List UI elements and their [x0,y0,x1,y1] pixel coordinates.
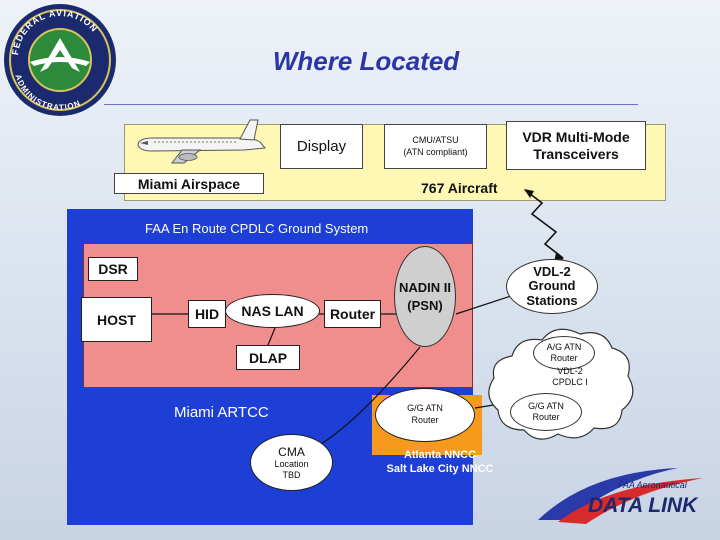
cmu-label: CMU/ATSU [412,135,459,146]
page-title: Where Located [272,46,460,76]
ground-label: Ground [528,278,576,294]
ag-atn-router-node: A/G ATN Router [533,336,595,370]
data-link-text: DATA LINK [588,494,699,517]
nadin-vdl-line [455,295,512,315]
cloud-gg-label-1: G/G ATN [528,400,564,411]
stations-label: Stations [526,292,578,308]
nncc-label: Atlanta NNCC Salt Lake City NNCC [370,448,510,477]
vdr-transceivers-box: VDR Multi-Mode Transceivers [506,121,646,170]
aircraft-label: 767 Aircraft [421,180,498,196]
dsr-box: DSR [88,257,138,281]
nas-lan-node: NAS LAN [225,294,320,328]
nadin-label: NADIN II [399,279,451,295]
gg-atn-router-node: G/G ATN Router [375,388,475,442]
airplane-icon [137,119,266,164]
lan-dlap-link [267,327,276,346]
gg-router-label-1: G/G ATN [407,403,443,414]
vdl2-label: VDL-2 [533,263,571,279]
radio-link-icon [524,189,564,259]
vdl2-cpdlc-label: VDL-2 CPDLC I [530,366,610,389]
atlanta-nncc: Atlanta NNCC [403,449,477,461]
faa-aeronautical-text: FAA Aeronautical [618,480,688,490]
data-link-logo: FAA Aeronautical DATA LINK [538,468,703,524]
cma-tbd: TBD [282,469,301,480]
slc-nncc: Salt Lake City NNCC [386,463,494,476]
miami-airspace-label: Miami Airspace [114,173,264,194]
vdl2-cpdlc-line-2: CPDLC I [552,377,588,388]
cloud-gg-atn-router-node: G/G ATN Router [510,393,582,431]
cma-label: CMA [278,444,305,459]
ground-system-label: FAA En Route CPDLC Ground System [145,221,369,236]
nadin-cma-link [317,346,421,447]
vdl2-ground-stations-node: VDL-2 Ground Stations [506,259,598,314]
title-divider [104,104,638,105]
dlap-box: DLAP [236,345,300,370]
router-box: Router [324,300,381,328]
ag-router-label-1: A/G ATN [546,341,582,352]
vdr-label-1: VDR Multi-Mode [522,128,630,145]
gg-router-label-2: Router [411,415,439,425]
cma-location: Location [274,458,309,469]
display-box: Display [280,124,363,169]
cmu-atsu-box: CMU/ATSU (ATN compliant) [384,124,487,169]
vdl2-cpdlc-line-1: VDL-2 [557,366,583,376]
nadin-psn-node: NADIN II (PSN) [394,246,456,347]
cloud-gg-label-2: Router [532,412,560,422]
host-box: HOST [81,297,152,342]
psn-label: (PSN) [407,297,443,313]
cma-node: CMA Location TBD [250,434,333,491]
cmu-sublabel: (ATN compliant) [403,146,468,157]
faa-logo: FEDERAL AVIATION ADMINISTRATION [4,4,116,116]
ag-router-label-2: Router [550,353,578,363]
vdr-label-2: Transceivers [533,145,619,162]
hid-box: HID [188,300,226,328]
miami-artcc-label: Miami ARTCC [174,404,269,421]
